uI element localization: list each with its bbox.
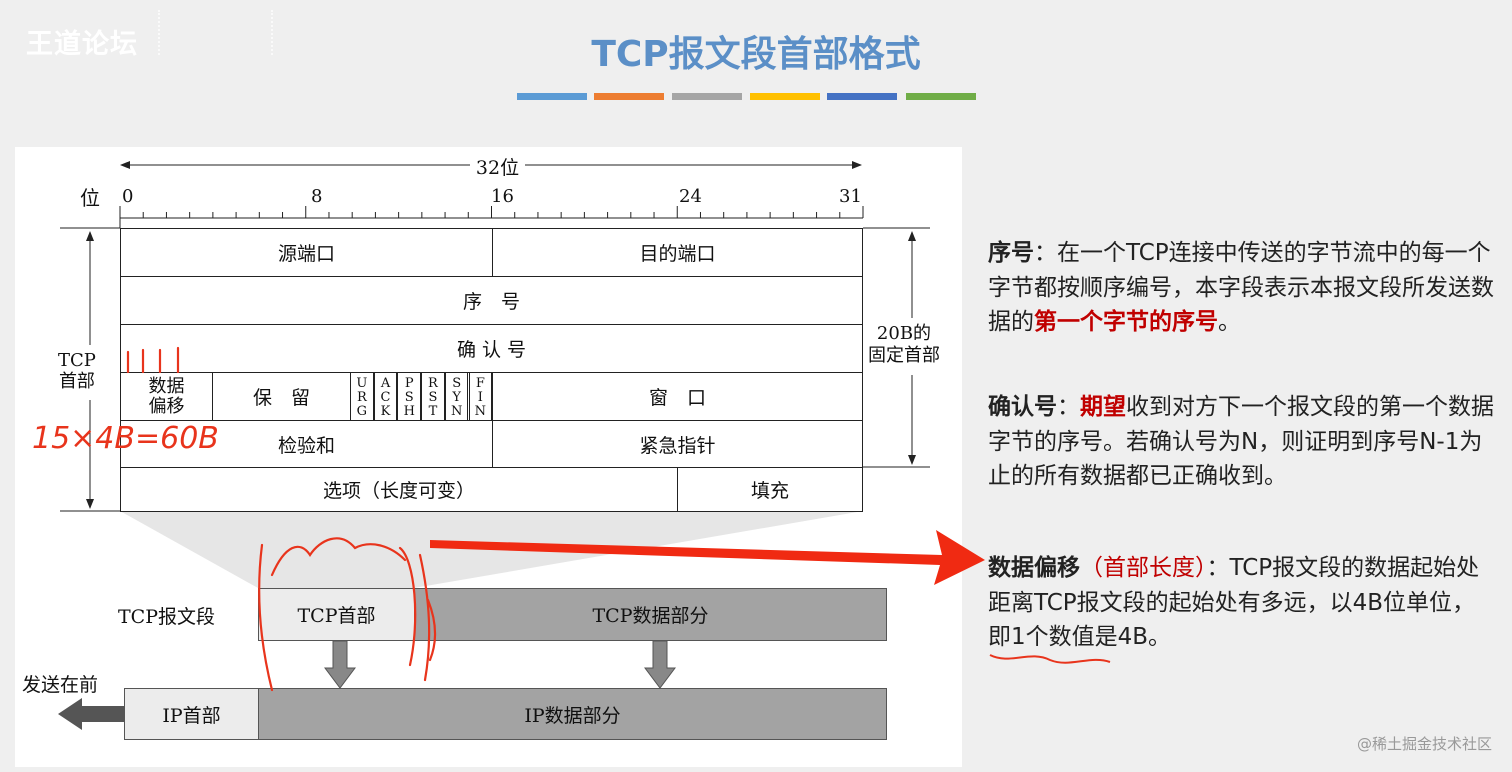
field-reserved: 保 留 [212, 372, 351, 421]
note-seq-text: ：在一个TCP连接中传送的字节流中的每一个字节都按顺序编号，本字段表示本报文段所… [988, 240, 1494, 335]
footer-watermark: @稀土掘金技术社区 [1356, 735, 1492, 753]
flag-fin: FIN [468, 372, 493, 421]
title-color-bar [827, 93, 897, 100]
note-ack: 确认号：期望收到对方下一个报文段的第一个数据字节的序号。若确认号为N，则证明到序… [988, 390, 1498, 494]
note-seq-highlight: 第一个字节的序号 [1034, 309, 1218, 335]
tcp-data-block: TCP数据部分 [414, 588, 887, 641]
note-seq-end: 。 [1218, 309, 1241, 335]
tcp-header-block: TCP首部 [258, 588, 415, 641]
flag-ack: ACK [373, 372, 398, 421]
field-window: 窗 口 [492, 372, 863, 421]
tick-label: 8 [311, 186, 323, 207]
note-offset-underlined: 以4B位单位 [1329, 589, 1453, 616]
ip-header-block: IP首部 [124, 688, 259, 740]
down-arrow-header [324, 640, 356, 689]
tick-label: 31 [839, 186, 862, 207]
field-urgent-pointer: 紧急指针 [492, 420, 863, 468]
note-offset-term: 数据偏移 [988, 555, 1080, 581]
segment-label: TCP报文段 [118, 606, 215, 628]
tick-label: 16 [491, 186, 514, 207]
width-label: 32位 [475, 157, 520, 179]
bit-label: 位 [80, 186, 100, 210]
flag-rst: RST [421, 372, 445, 421]
note-offset-highlight: （首部长度） [1080, 555, 1207, 581]
tick-label: 0 [122, 186, 134, 207]
field-dst-port: 目的端口 [492, 228, 863, 277]
title-color-bar [594, 93, 664, 100]
tick-label: 24 [679, 186, 702, 207]
title-color-bar [672, 93, 742, 100]
note-ack-highlight: 期望 [1080, 394, 1126, 420]
note-ack-colon: ： [1057, 394, 1080, 420]
field-data-offset: 数据 偏移 [120, 372, 213, 421]
flag-psh: PSH [397, 372, 422, 421]
field-src-port: 源端口 [120, 228, 493, 277]
fixed-header-label: 20B的 固定首部 [868, 323, 940, 367]
note-offset-end: ，即1个数值是4B。 [988, 589, 1476, 651]
down-arrow-data [644, 640, 676, 689]
title-color-bar [750, 93, 820, 100]
note-offset-text: ：TCP报文段的数据起始处距离TCP报文段的起始处有多远， [988, 555, 1480, 616]
field-padding: 填充 [677, 467, 863, 512]
field-seq: 序 号 [120, 276, 863, 325]
field-ack: 确 认 号 [120, 324, 863, 373]
ip-data-block: IP数据部分 [258, 688, 887, 740]
send-first-label: 发送在前 [22, 674, 99, 696]
zoom-shading [120, 511, 863, 588]
title-color-bar [517, 93, 587, 100]
note-ack-term: 确认号 [988, 394, 1057, 420]
watermark-logo: 王道论坛 [26, 29, 138, 60]
field-checksum: 检验和 [120, 420, 493, 468]
watermark-logo-mark [158, 10, 273, 55]
title-color-bar [906, 93, 976, 100]
tcp-header-label: TCP 首部 [58, 350, 96, 392]
flag-syn: SYN [444, 372, 469, 421]
send-first-arrow [58, 698, 124, 730]
flag-urg: URG [350, 372, 374, 421]
slide-title: TCP报文段首部格式 [591, 34, 921, 75]
field-options: 选项（长度可变） [120, 467, 678, 512]
note-ack-text: 收到对方下一个报文段的第一个数据字节的序号。若确认号为N，则证明到序号N-1为止… [988, 394, 1494, 489]
note-offset: 数据偏移（首部长度）：TCP报文段的数据起始处距离TCP报文段的起始处有多远，以… [988, 551, 1498, 655]
note-seq-term: 序号 [988, 240, 1034, 266]
note-seq: 序号：在一个TCP连接中传送的字节流中的每一个字节都按顺序编号，本字段表示本报文… [988, 236, 1498, 340]
